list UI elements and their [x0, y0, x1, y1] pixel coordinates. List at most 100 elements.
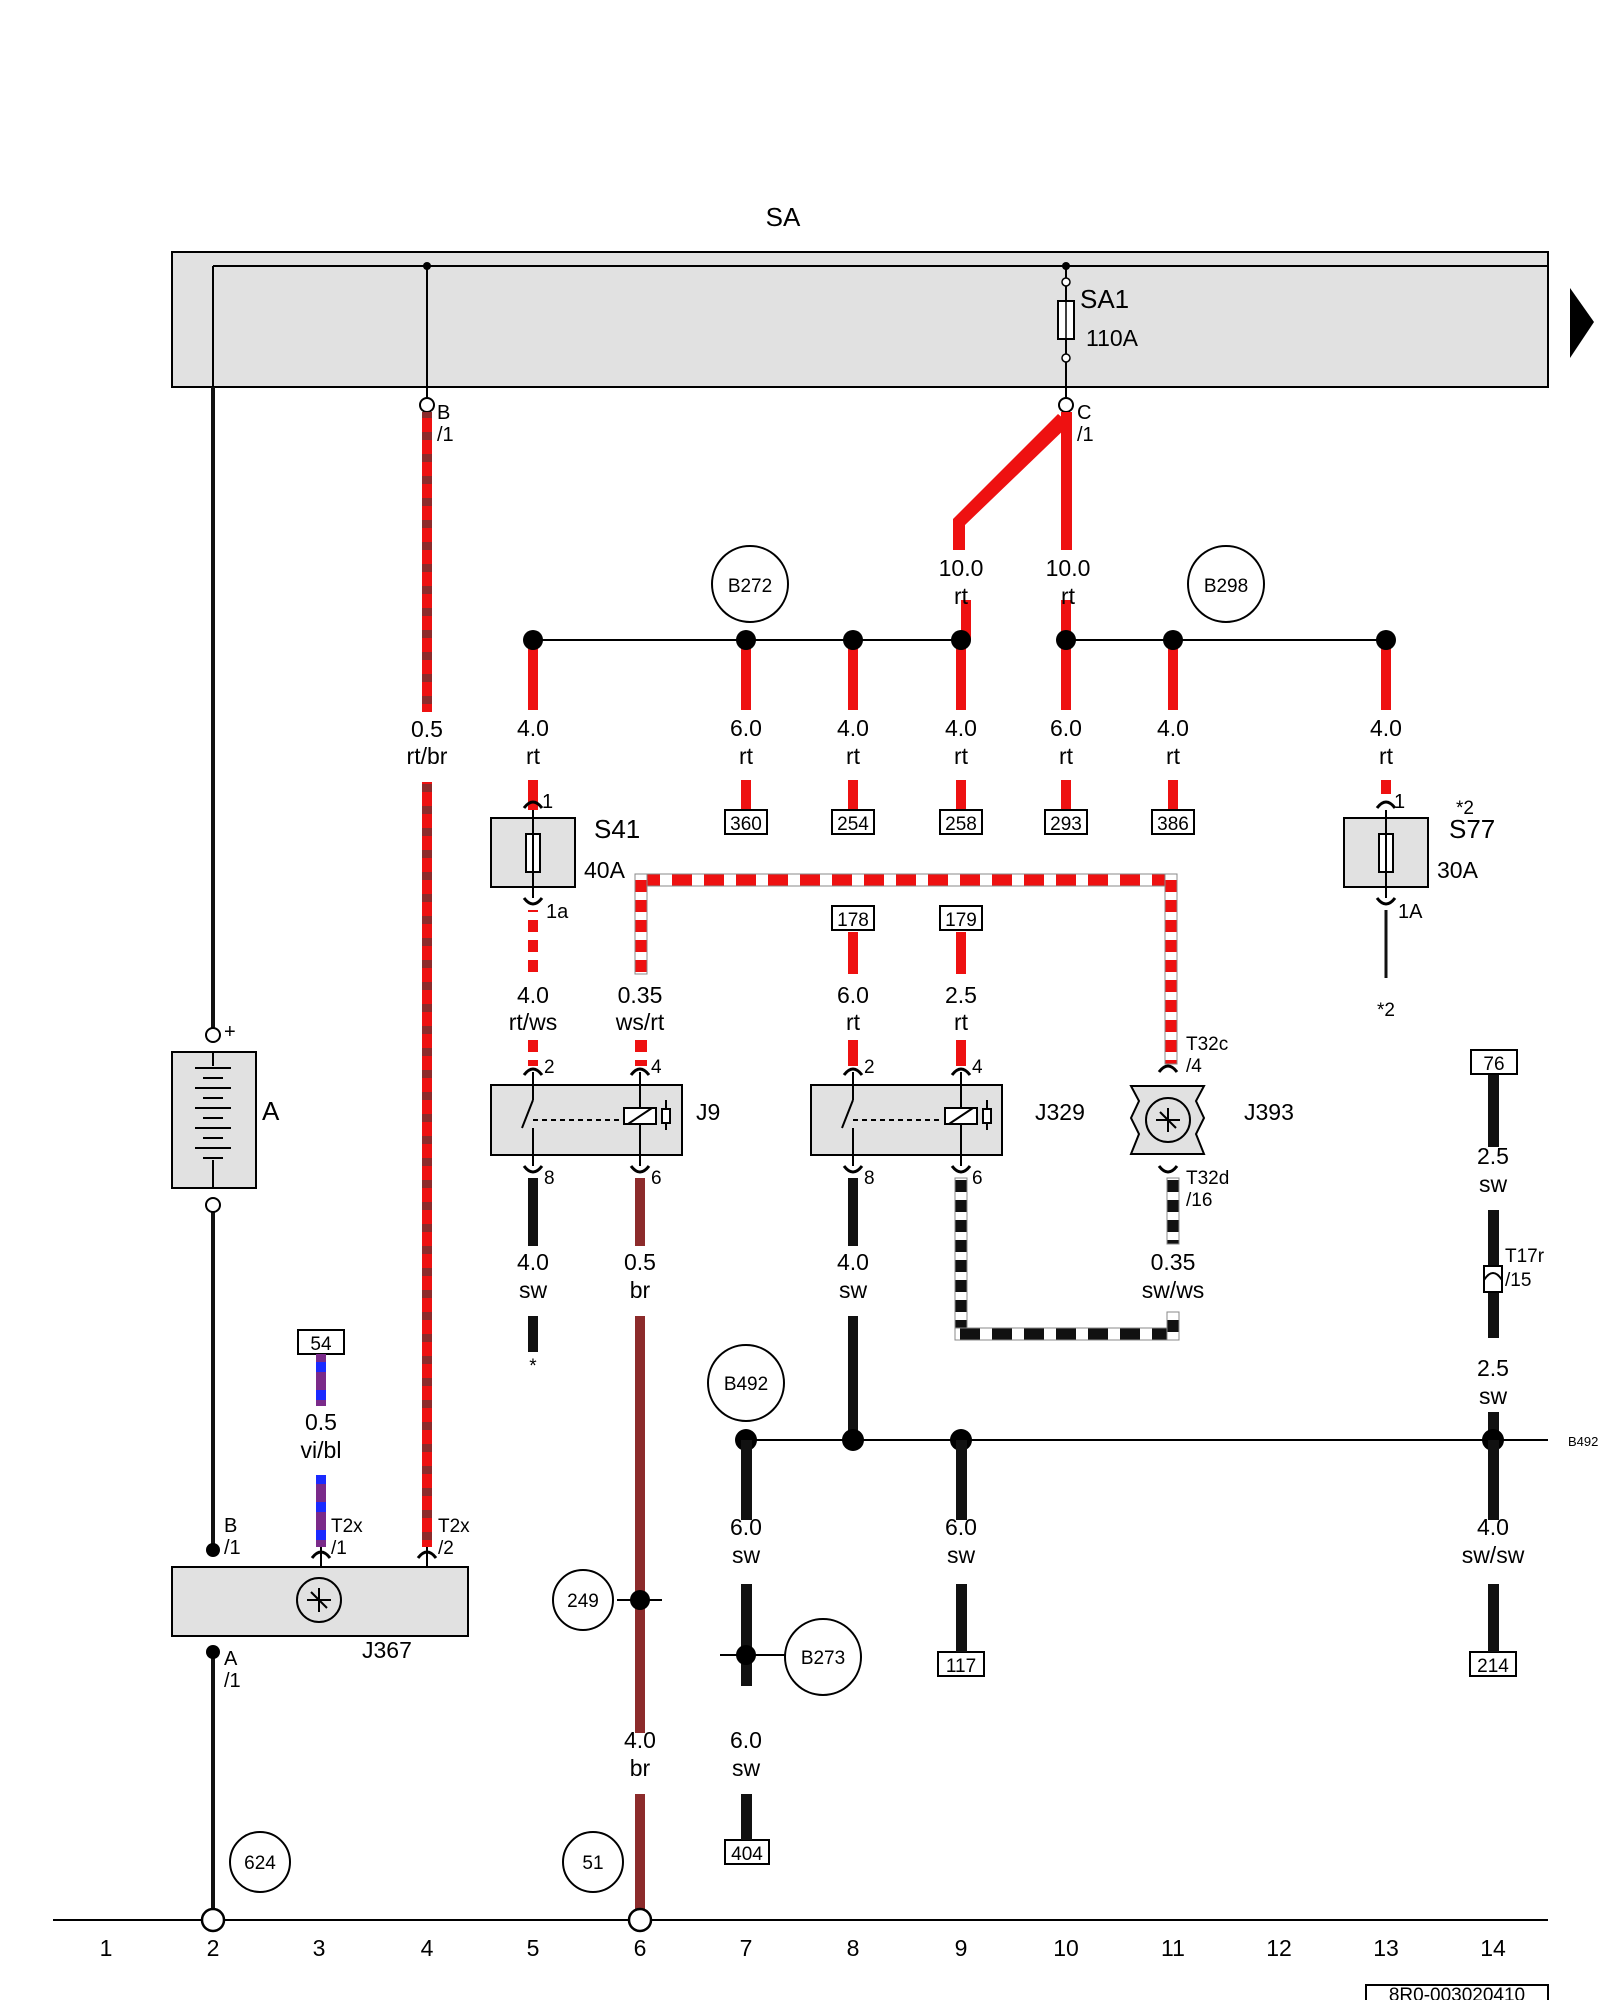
svg-text:B272: B272 [728, 576, 772, 597]
svg-text:rt: rt [954, 1009, 969, 1035]
svg-text:/16: /16 [1186, 1190, 1212, 1211]
svg-text:14: 14 [1480, 1935, 1506, 1961]
wire-c-right [1061, 412, 1072, 550]
svg-text:/15: /15 [1505, 1270, 1531, 1291]
splice-b492 [707, 1344, 785, 1422]
svg-text:S77: S77 [1449, 814, 1495, 844]
wire-vi-bl [316, 1354, 326, 1406]
svg-text:/1: /1 [331, 1538, 347, 1559]
battery-cells-icon [195, 1052, 231, 1188]
svg-text:30A: 30A [1437, 857, 1479, 883]
svg-text:51: 51 [582, 1853, 603, 1874]
svg-text:*2: *2 [1377, 1000, 1395, 1021]
svg-text:4.0: 4.0 [837, 715, 869, 741]
svg-text:+: + [224, 1021, 236, 1043]
wire-j9-6 [635, 1316, 645, 1733]
svg-text:4.0: 4.0 [1370, 715, 1402, 741]
terminal-c [1058, 397, 1074, 413]
battery-label: A [262, 1096, 280, 1126]
svg-text:rt: rt [1166, 743, 1181, 769]
svg-text:6.0: 6.0 [945, 1514, 977, 1540]
svg-text:54: 54 [310, 1334, 332, 1355]
svg-text:258: 258 [945, 814, 977, 835]
svg-text:rt: rt [954, 743, 969, 769]
svg-text:1: 1 [100, 1935, 113, 1961]
svg-text:9: 9 [955, 1935, 968, 1961]
svg-text:179: 179 [945, 910, 977, 931]
svg-text:6.0: 6.0 [1050, 715, 1082, 741]
wire-j9-8 [528, 1316, 538, 1352]
svg-text:8: 8 [847, 1935, 860, 1961]
svg-text:10: 10 [1053, 1935, 1079, 1961]
svg-text:254: 254 [837, 814, 869, 835]
svg-text:0.5: 0.5 [305, 1409, 337, 1435]
svg-text:6.0: 6.0 [730, 1514, 762, 1540]
connector-t17r [1483, 1265, 1503, 1293]
svg-text:B273: B273 [801, 1648, 845, 1669]
wire-col7 [741, 1584, 752, 1686]
splice-b272 [711, 545, 789, 623]
svg-text:sw: sw [839, 1277, 868, 1303]
svg-text:1a: 1a [546, 901, 569, 923]
wire-214 [1488, 1584, 1499, 1652]
page-title: SA [766, 202, 801, 232]
relay-j329-icon [841, 1072, 992, 1166]
svg-text:5: 5 [527, 1935, 540, 1961]
svg-text:/1: /1 [224, 1537, 241, 1559]
relay-j9-icon [521, 1072, 671, 1166]
fuse-box-sa [171, 251, 1549, 388]
svg-text:J9: J9 [696, 1099, 720, 1125]
svg-text:10.0: 10.0 [1046, 555, 1091, 581]
continuation-arrow-icon [1570, 288, 1594, 358]
svg-text:178: 178 [837, 910, 869, 931]
svg-text:11: 11 [1161, 1935, 1185, 1961]
svg-text:B: B [437, 402, 450, 424]
svg-text:sw/ws: sw/ws [1142, 1277, 1205, 1303]
svg-text:214: 214 [1477, 1656, 1509, 1677]
svg-text:C: C [1077, 402, 1091, 424]
svg-text:T32d: T32d [1186, 1168, 1229, 1189]
svg-text:sw: sw [732, 1542, 761, 1568]
svg-text:4.0: 4.0 [624, 1727, 656, 1753]
svg-text:br: br [630, 1755, 651, 1781]
svg-text:2.5: 2.5 [1477, 1143, 1509, 1169]
svg-text:2: 2 [864, 1057, 875, 1078]
svg-text:S41: S41 [594, 814, 640, 844]
svg-text:7: 7 [740, 1935, 753, 1961]
svg-text:rt: rt [954, 583, 969, 609]
svg-text:T2x: T2x [331, 1516, 363, 1537]
svg-text:4.0: 4.0 [517, 1249, 549, 1275]
svg-text:ws/rt: ws/rt [615, 1009, 665, 1035]
svg-text:4.0: 4.0 [1157, 715, 1189, 741]
wire-rt-ws [528, 910, 538, 975]
svg-text:12: 12 [1266, 1935, 1292, 1961]
svg-text:8: 8 [544, 1168, 555, 1189]
svg-text:404: 404 [731, 1844, 763, 1865]
svg-text:4.0: 4.0 [517, 982, 549, 1008]
wire-ws-rt [634, 873, 1178, 1066]
svg-text:rt: rt [1059, 743, 1074, 769]
splice-b273 [784, 1618, 862, 1696]
svg-text:249: 249 [567, 1591, 599, 1612]
svg-text:6.0: 6.0 [837, 982, 869, 1008]
svg-text:B492: B492 [724, 1374, 768, 1395]
svg-text:2: 2 [207, 1935, 220, 1961]
svg-text:B298: B298 [1204, 576, 1248, 597]
svg-text:4: 4 [651, 1057, 662, 1078]
fuse-sa1-label: SA1 [1080, 284, 1129, 314]
wire-c-left [953, 414, 1070, 550]
svg-text:B: B [224, 1515, 237, 1537]
svg-text:386: 386 [1157, 814, 1189, 835]
svg-text:2: 2 [544, 1057, 555, 1078]
svg-text:sw: sw [1479, 1383, 1508, 1409]
wire-117 [956, 1584, 967, 1652]
svg-text:*: * [529, 1356, 537, 1377]
svg-text:br: br [630, 1277, 651, 1303]
svg-text:6: 6 [651, 1168, 662, 1189]
svg-text:/2: /2 [438, 1538, 454, 1559]
svg-text:4: 4 [421, 1935, 434, 1961]
svg-text:sw: sw [519, 1277, 548, 1303]
svg-text:rt: rt [739, 743, 754, 769]
svg-text:J329: J329 [1035, 1099, 1085, 1125]
terminal-b [419, 397, 435, 413]
